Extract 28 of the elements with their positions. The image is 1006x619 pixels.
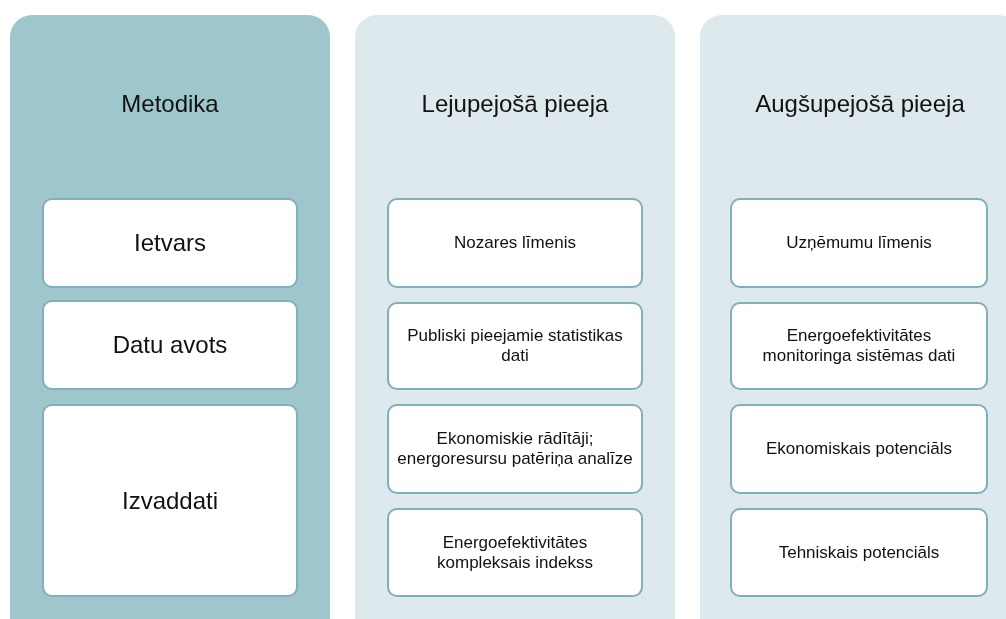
text-box [42,198,298,288]
box-text: Tehniskais potenciāls [778,542,940,563]
box-text: Energoefektivitātes kompleksais indekss [436,532,594,573]
text-box [42,300,298,390]
box-text: Izvaddati [121,486,219,515]
text-box [730,404,988,494]
text-box [387,404,643,494]
column-panel [355,15,675,619]
column-panel [700,15,1006,619]
box-text: Ekonomiskie rādītāji; energoresursu patēriņa analīze [397,429,633,469]
column-heading: Lejupejošā pieeja [420,90,610,118]
column-heading: Augšupejošā pieeja [754,90,966,118]
box-text: Nozares līmenis [454,233,576,253]
text-box [730,302,988,390]
box-text: Uzņēmumu līmenis [786,233,932,253]
text-box [42,404,298,597]
box-text: Ietvars [134,229,206,257]
box-text: Energoefektivitātes monitoringa sistēmas dati [761,326,957,366]
text-box [387,302,643,390]
text-box [387,198,643,288]
column-panel [10,15,330,619]
box-text: Ekonomiskais potenciāls [765,439,953,459]
box-text: Publiski pieejamie statistikas dati [406,326,624,366]
box-text: Datu avots [112,331,228,359]
text-box [730,198,988,288]
column-heading: Metodika [120,90,220,118]
text-box [730,508,988,597]
text-box [387,508,643,597]
